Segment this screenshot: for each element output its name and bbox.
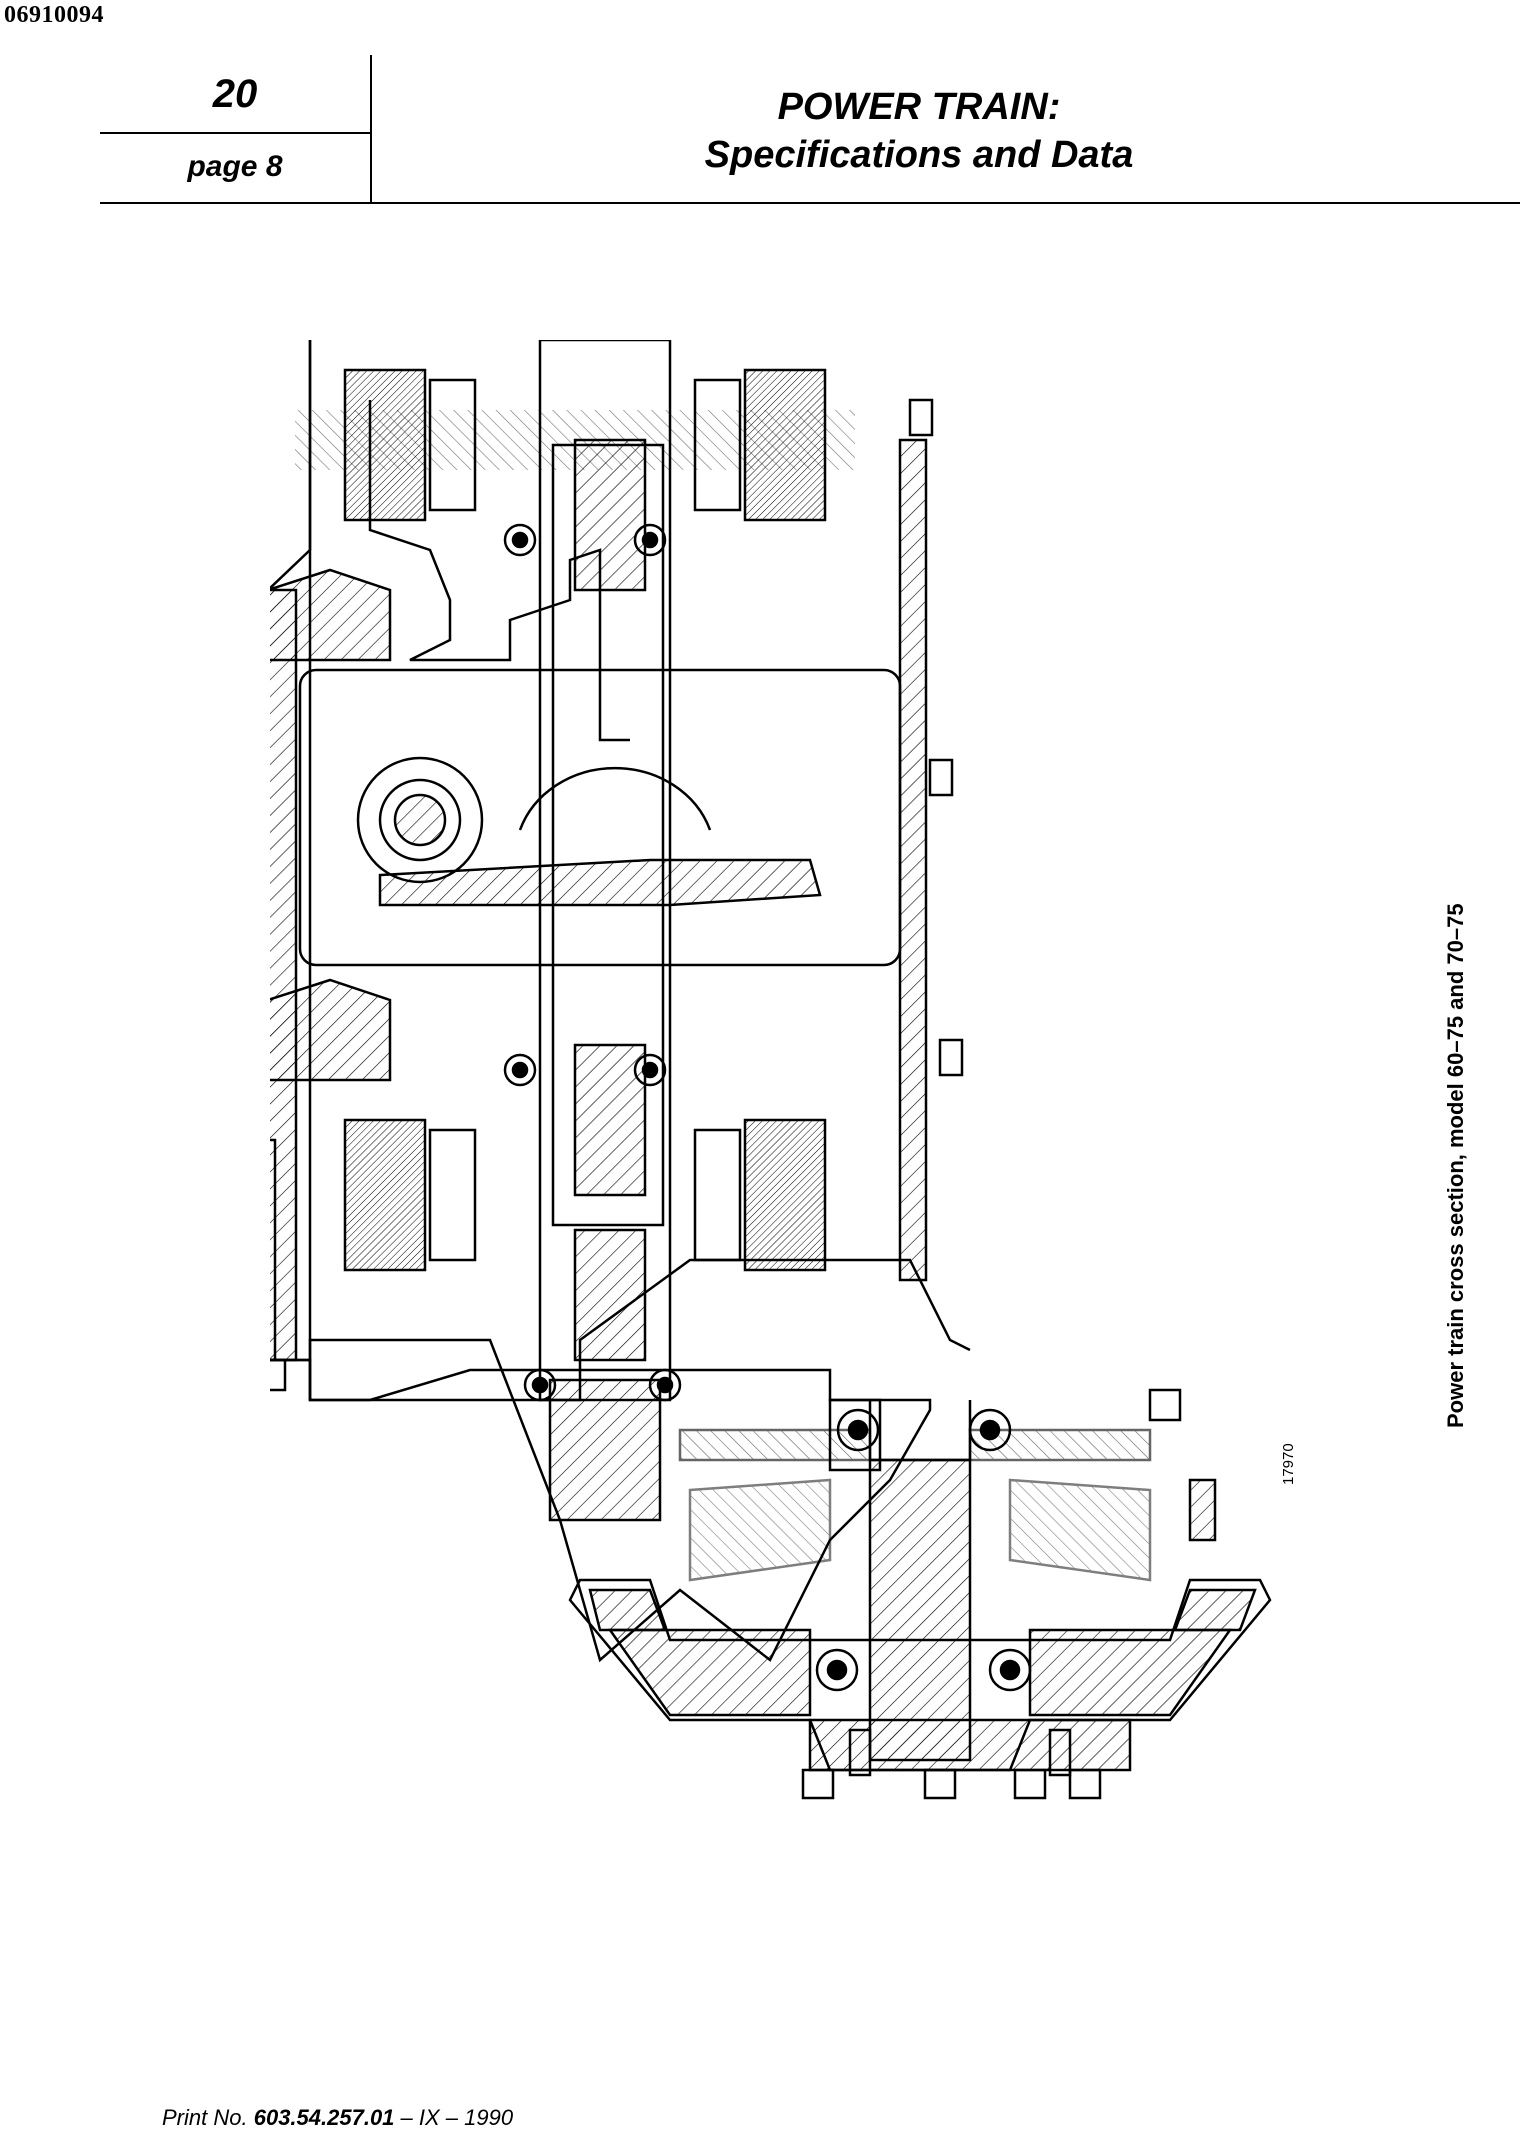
figure-caption: Power train cross section, model 60–75 a… [1443,903,1468,1428]
section-number: 20 [212,72,258,116]
figure-number: 17970 [1280,1443,1297,1485]
header-rule [100,202,1520,204]
footer-prefix: Print No. [162,2105,248,2130]
footer-print-info: Print No. 603.54.257.01 – IX – 1990 [162,2105,513,2131]
header-divider-section [100,132,371,134]
power-train-cross-section-drawing [270,340,1272,1800]
footer-print-number: 603.54.257.01 [253,2105,395,2130]
document-id: 06910094 [4,2,104,28]
page-title-line2: Specifications and Data [704,134,1134,176]
page-label: page 8 [187,150,283,183]
footer-suffix: – IX – 1990 [400,2105,514,2130]
header-divider-vertical [370,55,372,203]
page-title-line1: POWER TRAIN: [777,86,1061,128]
